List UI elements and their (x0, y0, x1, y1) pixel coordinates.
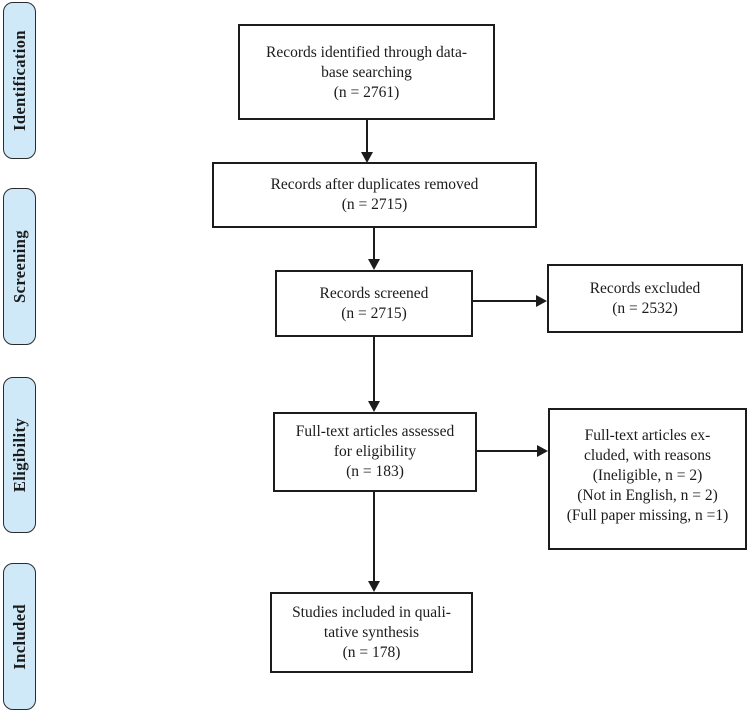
box-duplicates-removed-line: Records after duplicates removed (270, 176, 479, 193)
box-records-screened-line: Records screened (319, 284, 429, 302)
box-records-excluded-count: (n = 2532) (612, 299, 678, 317)
box-records-identified-line: Records identified through data- (265, 44, 467, 61)
arrow-down-identified-to-duplicates (361, 120, 373, 163)
box-records-screened: Records screened (n = 2715) (275, 270, 473, 337)
box-records-identified-count: (n = 2761) (333, 84, 400, 101)
box-fulltext-assessed-line: for eligibility (333, 443, 417, 460)
box-records-identified-line: base searching (321, 64, 412, 81)
arrow-right-screened-to-excluded (473, 295, 547, 307)
stage-identification: Identification (3, 2, 36, 159)
arrow-down-screened-to-fulltext (368, 337, 380, 412)
box-fulltext-excluded-reason: (Full paper missing, n =1) (566, 507, 729, 524)
box-fulltext-excluded-reason: (Ineligible, n = 2) (592, 467, 703, 484)
box-duplicates-removed-count: (n = 2715) (341, 196, 408, 213)
arrow-down-duplicates-to-screened (368, 228, 380, 270)
stage-eligibility-label: Eligibility (9, 417, 29, 493)
box-fulltext-assessed: Full-text articles assessed for eligibil… (273, 412, 477, 492)
arrow-right-fulltext-to-reasons (477, 445, 548, 457)
box-fulltext-excluded-line: Full-text articles ex- (584, 427, 711, 444)
box-fulltext-excluded-reason: (Not in English, n = 2) (577, 487, 718, 504)
arrow-down-fulltext-to-qualitative (368, 492, 380, 592)
stage-screening-label: Screening (9, 230, 29, 303)
stage-eligibility: Eligibility (3, 377, 36, 533)
box-records-excluded: Records excluded (n = 2532) (547, 264, 743, 333)
box-duplicates-removed: Records after duplicates removed (n = 27… (212, 162, 537, 228)
box-qualitative-synthesis-line: tative synthesis (323, 623, 420, 641)
box-qualitative-synthesis-count: (n = 178) (342, 643, 401, 661)
stage-identification-label: Identification (9, 30, 29, 131)
box-qualitative-synthesis-line: Studies included in quali- (292, 603, 451, 621)
box-fulltext-excluded-reasons: Full-text articles ex- cluded, with reas… (548, 408, 747, 550)
box-fulltext-assessed-line: Full-text articles assessed (295, 423, 455, 440)
box-qualitative-synthesis: Studies included in quali- tative synthe… (270, 592, 473, 673)
box-records-identified: Records identified through data- base se… (238, 24, 495, 120)
box-records-screened-count: (n = 2715) (341, 304, 407, 322)
stage-screening: Screening (3, 188, 36, 345)
box-fulltext-assessed-count: (n = 183) (346, 463, 404, 480)
stage-included-label: Included (9, 603, 29, 670)
box-fulltext-excluded-line: cluded, with reasons (584, 447, 711, 464)
stage-included: Included (3, 563, 36, 710)
box-records-excluded-line: Records excluded (589, 279, 701, 297)
